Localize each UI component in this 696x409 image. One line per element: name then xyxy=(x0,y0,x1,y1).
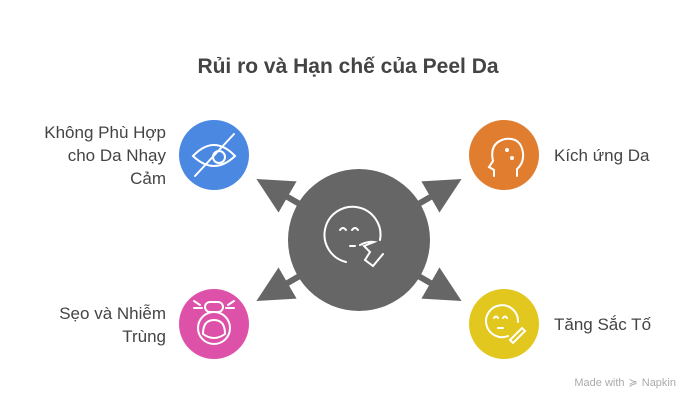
label-line: cho Da Nhạy xyxy=(67,146,166,165)
label-line: Kích ứng Da xyxy=(554,146,650,165)
label-line: Trùng xyxy=(122,327,166,346)
napkin-logo-icon: ≽ xyxy=(628,377,638,389)
face-irritation-icon xyxy=(487,137,525,177)
face-pigment-circle xyxy=(469,289,539,359)
credit-brand: Napkin xyxy=(641,376,676,389)
credit-text: Made with xyxy=(574,376,625,389)
face-peel-icon xyxy=(323,205,384,268)
face-pigment-icon xyxy=(485,304,527,345)
label-irritation: Kích ứng Da xyxy=(554,144,649,167)
napkin-credit[interactable]: Made with ≽ Napkin xyxy=(574,376,676,390)
center-circle xyxy=(288,169,430,311)
diagram-title: Rủi ro và Hạn chế của Peel Da xyxy=(197,55,499,78)
label-line: Tăng Sắc Tố xyxy=(554,315,652,334)
face-scar-circle xyxy=(179,289,249,359)
label-line: Sẹo và Nhiễm xyxy=(59,304,166,323)
label-line: Cảm xyxy=(130,169,166,188)
label-hyperpigmentation: Tăng Sắc Tố xyxy=(554,313,651,336)
face-irritation-circle xyxy=(469,120,539,190)
label-scar-infection: Sẹo và Nhiễm Trùng xyxy=(59,302,166,348)
label-line: Không Phù Hợp xyxy=(44,123,166,142)
face-scar-icon xyxy=(193,300,235,345)
label-sensitive-skin: Không Phù Hợp cho Da Nhạy Cảm xyxy=(44,121,166,190)
eye-off-icon xyxy=(191,133,237,177)
